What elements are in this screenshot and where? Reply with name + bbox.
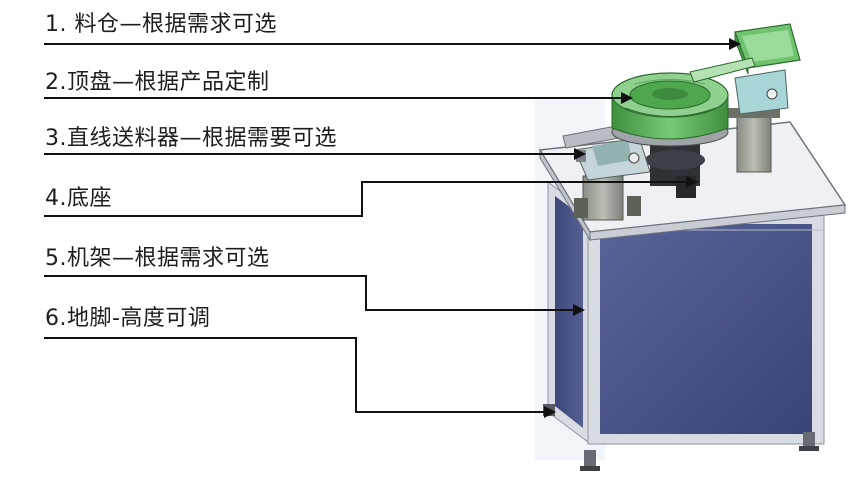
leader-arrowheads (544, 38, 741, 418)
label-linear-feeder: 3.直线送料器—根据需要可选 (45, 126, 337, 151)
leader-line-6 (44, 337, 548, 413)
label-hopper: 1. 料仓—根据需求可选 (45, 12, 277, 37)
front-panel (600, 224, 812, 434)
machine-frame (547, 181, 825, 445)
top-bowl (611, 72, 729, 147)
leader-line-5 (44, 275, 577, 311)
label-frame: 5.机架—根据需求可选 (45, 246, 270, 271)
bowl-base (645, 140, 705, 198)
left-side-panel (555, 196, 583, 428)
leader-lines (44, 43, 733, 413)
label-feet: 6.地脚-高度可调 (45, 306, 211, 331)
label-top-bowl: 2.顶盘—根据产品定制 (45, 70, 270, 95)
leader-line-4 (44, 181, 690, 217)
hopper (689, 23, 801, 115)
label-base: 4.底座 (45, 186, 112, 211)
pedestals (574, 108, 780, 221)
